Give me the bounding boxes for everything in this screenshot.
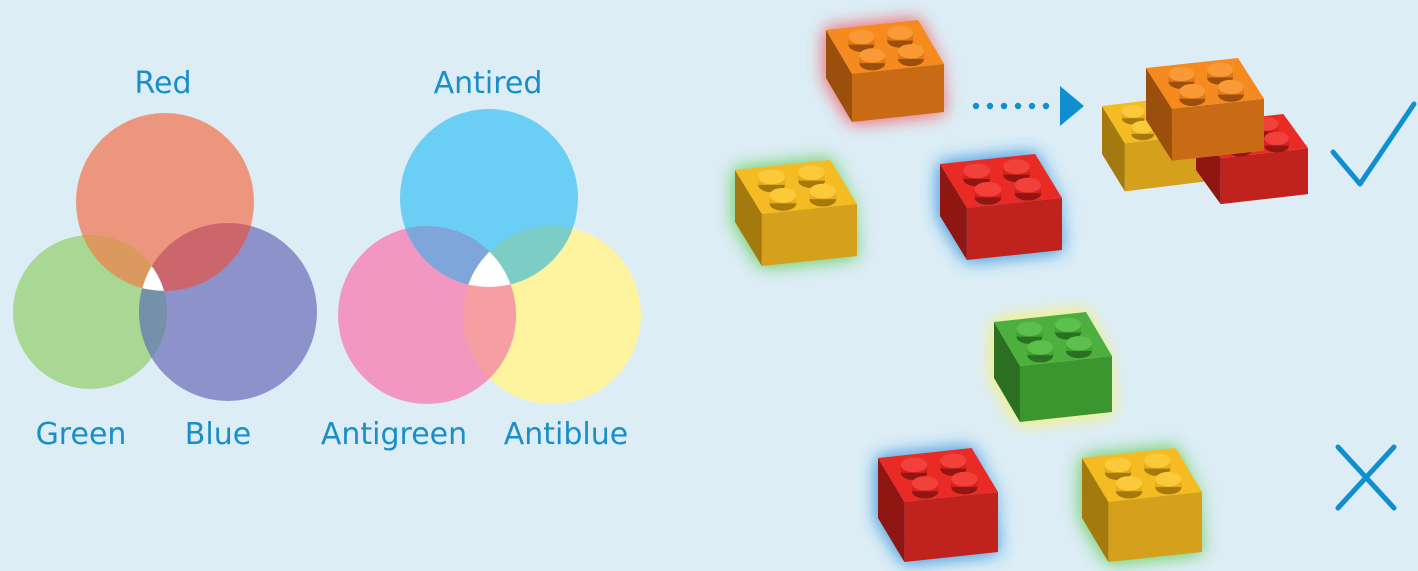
brick-yellow-bottom-left-face — [1082, 458, 1109, 562]
brick-orange-top-left-face — [826, 30, 852, 122]
brick-red-right-front-face — [966, 198, 1062, 260]
checkmark-icon — [1330, 101, 1417, 187]
brick-red-bottom-left-face — [878, 458, 905, 562]
brick-yellow-left — [735, 160, 857, 266]
stack-orange-front-face — [1171, 98, 1264, 161]
brick-green-center-left-face — [994, 322, 1020, 422]
label-antiblue: Antiblue — [504, 417, 628, 452]
brick-red-bottom — [878, 448, 998, 562]
overlap-antired-antiblue — [463, 226, 578, 287]
label-antired: Antired — [434, 66, 543, 101]
brick-green-center-front-face — [1019, 356, 1112, 422]
label-antigreen: Antigreen — [321, 417, 467, 452]
brick-orange-top — [826, 20, 944, 122]
overlap-antired-antigreen — [400, 226, 516, 287]
brick-yellow-left-front-face — [761, 204, 857, 266]
brick-green-center — [994, 312, 1112, 422]
overlap-red-blue — [139, 223, 254, 291]
stack-yellow-left-face — [1102, 106, 1125, 192]
overlap-red-green — [76, 235, 167, 291]
stack-orange-left-face — [1146, 68, 1172, 161]
bricks-layer — [735, 20, 1308, 562]
brick-yellow-left-left-face — [735, 170, 762, 266]
brick-orange-top-front-face — [851, 64, 944, 122]
brick-yellow-bottom — [1082, 448, 1202, 562]
label-green: Green — [36, 417, 127, 452]
label-blue: Blue — [185, 417, 251, 452]
dotted-arrow-icon — [972, 86, 1084, 126]
venn-additive: Red Green Blue — [13, 66, 317, 452]
stack-orange — [1146, 58, 1264, 161]
stack-red-front-face — [1220, 148, 1308, 205]
label-red: Red — [135, 66, 192, 101]
cross-icon — [1335, 444, 1397, 511]
brick-red-right-left-face — [940, 164, 967, 260]
venn-anticolors: Antired Antigreen Antiblue — [321, 66, 641, 452]
brick-red-right — [940, 154, 1062, 260]
brick-red-bottom-front-face — [904, 492, 998, 562]
brick-yellow-bottom-front-face — [1108, 492, 1202, 562]
